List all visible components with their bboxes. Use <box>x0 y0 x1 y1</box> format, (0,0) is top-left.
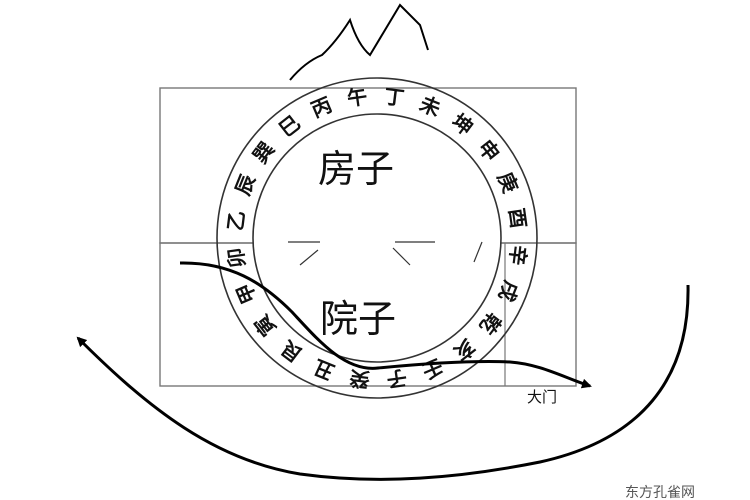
compass-ring-char: 庚 <box>493 169 523 197</box>
compass-ring-char: 乾 <box>475 308 506 338</box>
compass-ring-char: 乙 <box>223 209 249 232</box>
compass-ring-char: 丁 <box>383 84 406 110</box>
compass-ring-char: 寅 <box>249 310 280 341</box>
mountain-outline <box>289 3 429 81</box>
compass-inner-circle <box>252 113 502 363</box>
compass-ring-char: 巽 <box>248 137 279 167</box>
watermark: 东方孔雀网 <box>625 485 695 500</box>
winding-path <box>179 261 592 389</box>
inner-stroke <box>473 241 483 263</box>
compass-ring-char: 申 <box>473 135 504 166</box>
compass-outer-circle <box>216 77 538 399</box>
compass-ring-char: 辰 <box>230 170 260 198</box>
compass-ring-char: 戌 <box>494 277 524 305</box>
compass-ring-char: 癸 <box>347 366 372 393</box>
compass-ring-char: 酉 <box>504 207 531 230</box>
compass-ring-char: 子 <box>385 365 408 392</box>
compass-ring-char: 午 <box>346 84 369 111</box>
inner-stroke <box>392 247 411 266</box>
compass-ring-char: 丙 <box>308 92 336 122</box>
compass-ring-char: 丑 <box>310 355 338 385</box>
house-label: 房子 <box>318 147 394 191</box>
sweeping-arrow <box>76 284 690 481</box>
compass-ring-char: 卯 <box>223 246 250 269</box>
yard-label: 院子 <box>320 297 396 341</box>
compass-ring-char: 壬 <box>419 354 447 384</box>
gate-label: 大门 <box>527 388 557 406</box>
compass-ring-char: 艮 <box>275 335 306 367</box>
compass-ring-char: 辛 <box>505 244 531 267</box>
compass-ring-char: 未 <box>416 91 444 121</box>
compass-ring-char: 巳 <box>274 110 305 141</box>
compass-ring-char: 坤 <box>447 109 477 140</box>
inner-stroke <box>299 249 319 266</box>
